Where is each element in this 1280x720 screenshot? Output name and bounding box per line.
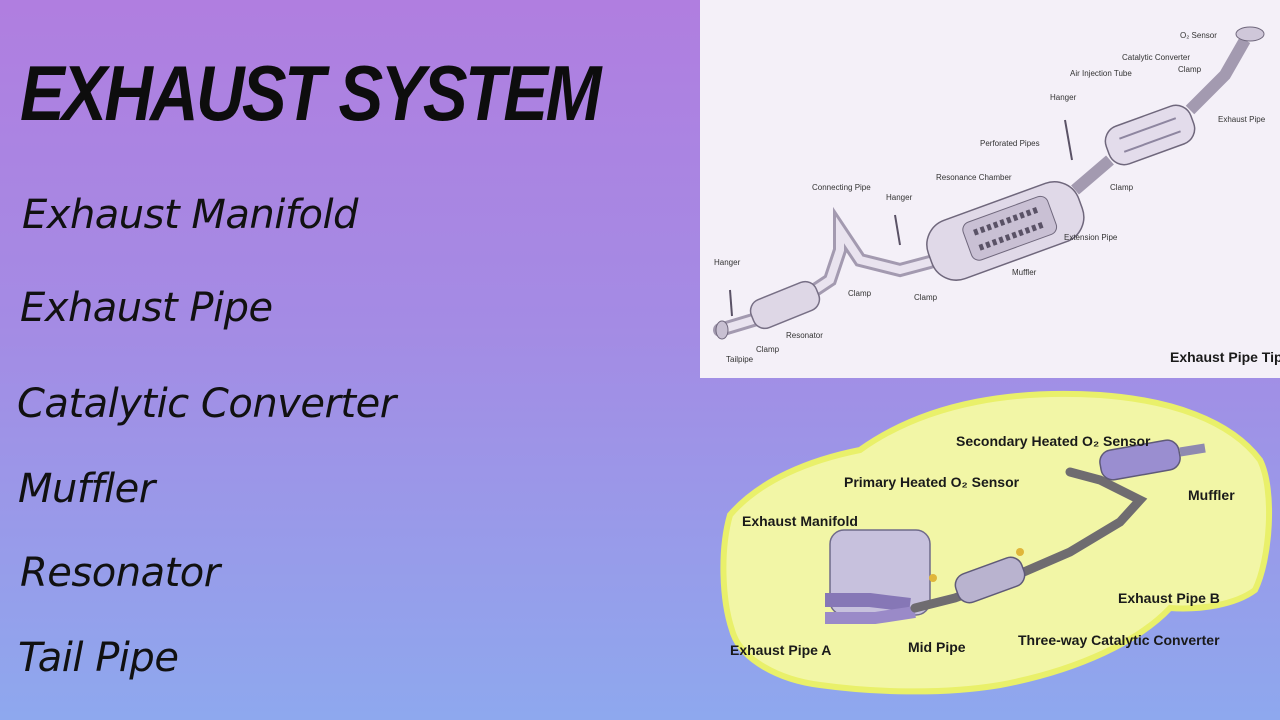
label-muffler: Muffler — [1188, 487, 1235, 503]
primary-o2-sensor-icon — [929, 574, 937, 582]
three-way-catalytic-converter-shape — [954, 556, 1026, 604]
label-clamp-tail: Clamp — [756, 345, 780, 354]
label-clamp-low: Clamp — [914, 293, 938, 302]
label-exhaust-pipe-a: Exhaust Pipe A — [730, 642, 831, 658]
secondary-o2-sensor-icon — [1016, 548, 1024, 556]
label-primary-heated-o2-sensor: Primary Heated O₂ Sensor — [844, 474, 1020, 490]
component-item-resonator: Resonator — [20, 550, 220, 596]
label-air-injection-tube: Air Injection Tube — [1070, 69, 1132, 78]
label-perforated-pipes: Perforated Pipes — [980, 139, 1040, 148]
extension-pipe-shape — [1071, 155, 1114, 195]
label-clamp-mid: Clamp — [1110, 183, 1134, 192]
label-resonance-chamber: Resonance Chamber — [936, 173, 1012, 182]
label-connecting-pipe: Connecting Pipe — [812, 183, 871, 192]
resonator-shape — [749, 280, 821, 330]
page-title: EXHAUST SYSTEM — [20, 49, 601, 137]
component-item-catalytic-converter: Catalytic Converter — [17, 381, 396, 427]
component-item-exhaust-manifold: Exhaust Manifold — [22, 192, 358, 238]
manifold-shape — [825, 593, 911, 612]
exhaust-layout-diagram: O₂ Sensor Catalytic Converter Clamp Air … — [700, 0, 1280, 378]
label-resonator: Resonator — [786, 331, 823, 340]
diagram-background — [700, 0, 1280, 378]
hanger-shape — [894, 214, 901, 246]
exhaust-pipe-shape — [1185, 37, 1251, 115]
label-catalytic-converter: Catalytic Converter — [1122, 53, 1190, 62]
label-secondary-heated-o2-sensor: Secondary Heated O₂ Sensor — [956, 433, 1151, 449]
component-item-muffler: Muffler — [18, 466, 155, 512]
vehicle-exhaust-diagram: Exhaust Pipe Tip Secondary Heated O₂ Sen… — [720, 349, 1280, 695]
label-exhaust-manifold: Exhaust Manifold — [742, 513, 858, 529]
tailpipe-shape — [715, 320, 729, 340]
hanger-shape — [1064, 119, 1073, 161]
label-hanger-mid: Hanger — [886, 193, 913, 202]
muffler-shape — [926, 181, 1085, 281]
label-tailpipe: Tailpipe — [726, 355, 754, 364]
label-extension-pipe: Extension Pipe — [1064, 233, 1118, 242]
catalytic-converter-shape — [1104, 104, 1196, 166]
label-clamp-top: Clamp — [1178, 65, 1202, 74]
label-three-way-catalytic-converter: Three-way Catalytic Converter — [1018, 632, 1220, 648]
exhaust-pipe-tip-shape — [1179, 443, 1206, 457]
component-item-exhaust-pipe: Exhaust Pipe — [20, 285, 273, 331]
label-exhaust-pipe-b: Exhaust Pipe B — [1118, 590, 1220, 606]
label-clamp-left: Clamp — [848, 289, 872, 298]
label-hanger-top: Hanger — [1050, 93, 1077, 102]
label-exhaust-pipe-tip: Exhaust Pipe Tip — [1170, 349, 1280, 365]
hanger-shape — [729, 289, 733, 317]
label-muffler-top: Muffler — [1012, 268, 1037, 277]
muffler-shape — [1099, 439, 1181, 481]
component-item-tail-pipe: Tail Pipe — [18, 635, 179, 681]
label-hanger-left: Hanger — [714, 258, 741, 267]
label-o2-sensor: O₂ Sensor — [1180, 31, 1217, 40]
label-exhaust-pipe: Exhaust Pipe — [1218, 115, 1266, 124]
label-mid-pipe: Mid Pipe — [908, 639, 966, 655]
flange-shape — [1235, 26, 1265, 42]
